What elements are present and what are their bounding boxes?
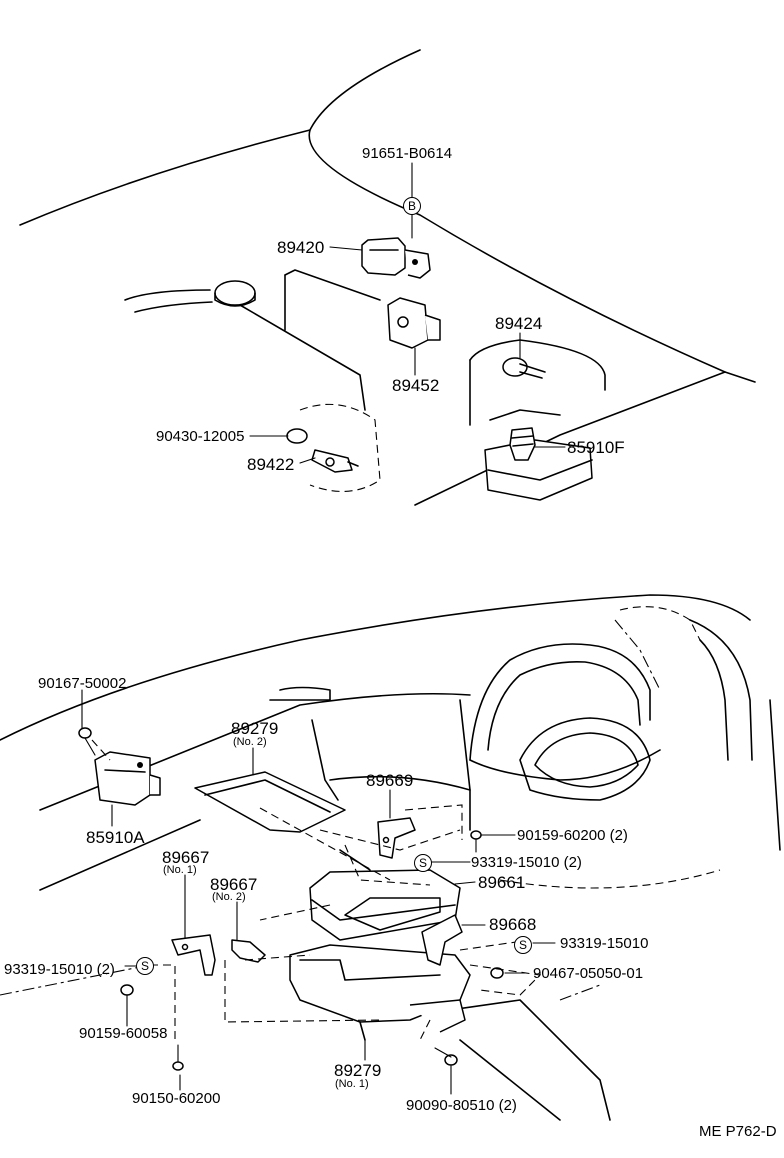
bulb-89424 bbox=[502, 357, 546, 379]
meter-hood-outline bbox=[469, 643, 661, 781]
bracket-89669 bbox=[377, 817, 416, 859]
part-label-89668: 89668 bbox=[489, 915, 537, 934]
sensor-85910f bbox=[509, 427, 536, 461]
part-label-89279-no1: 89279 bbox=[334, 1061, 382, 1080]
engine-hood-outline bbox=[19, 49, 756, 506]
part-label-89422: 89422 bbox=[247, 455, 295, 474]
bracket-89667-no1 bbox=[171, 934, 216, 976]
part-label-89667-no1: 89667 bbox=[162, 848, 210, 867]
sensor-85910a bbox=[94, 751, 161, 806]
part-label-89452: 89452 bbox=[392, 376, 440, 395]
part-label-90167-50002: 90167-50002 bbox=[38, 675, 127, 692]
screw-90167 bbox=[78, 727, 96, 756]
marker-b: B bbox=[403, 197, 421, 215]
bolt-90159-60058 bbox=[120, 984, 134, 1011]
computer-89661 bbox=[309, 869, 461, 941]
sensor-89420 bbox=[361, 237, 431, 279]
bracket-89667-no2 bbox=[231, 939, 266, 963]
part-label-90159-60058: 90159-60058 bbox=[79, 1025, 168, 1042]
part-label-90150-60200: 90150-60200 bbox=[132, 1090, 221, 1107]
part-label-89667-no2-suffix: (No. 2) bbox=[212, 891, 246, 903]
marker-s-2: S bbox=[514, 936, 532, 954]
part-label-89667-no1-suffix: (No. 1) bbox=[163, 864, 197, 876]
marker-s-3: S bbox=[136, 957, 154, 975]
part-label-91651-b0614: 91651-B0614 bbox=[362, 145, 453, 162]
part-label-89424: 89424 bbox=[495, 314, 543, 333]
bracket-89668 bbox=[421, 914, 463, 966]
nut-90467 bbox=[490, 967, 504, 979]
part-label-89420: 89420 bbox=[277, 238, 325, 257]
page-code: ME P762-D bbox=[699, 1123, 777, 1140]
marker-s-1: S bbox=[414, 854, 432, 872]
sensor-89452 bbox=[387, 297, 441, 349]
dashboard-outline-upper bbox=[124, 269, 606, 501]
bolt-90090-80510 bbox=[434, 1047, 458, 1066]
bolt-90150-60200 bbox=[172, 1044, 184, 1071]
part-label-90467-05050-01: 90467-05050-01 bbox=[533, 965, 644, 982]
part-label-89667-no2: 89667 bbox=[210, 875, 258, 894]
part-label-85910a: 85910A bbox=[86, 828, 145, 847]
sensor-89422 bbox=[311, 449, 359, 473]
part-label-93319-15010-2-upper: 93319-15010 (2) bbox=[471, 854, 582, 871]
upper-leader-lines bbox=[249, 162, 566, 464]
steering-wheel bbox=[519, 717, 651, 801]
lower-leader-lines bbox=[81, 689, 556, 1095]
part-label-85910f: 85910F bbox=[567, 438, 625, 457]
part-label-89279-no2: 89279 bbox=[231, 719, 279, 738]
part-label-90159-60200: 90159-60200 (2) bbox=[517, 827, 628, 844]
part-label-89279-no1-suffix: (No. 1) bbox=[335, 1078, 369, 1090]
part-label-93319-15010-2-left: 93319-15010 (2) bbox=[4, 961, 115, 978]
part-label-89279-no2-suffix: (No. 2) bbox=[233, 736, 267, 748]
grommet-90430 bbox=[286, 428, 308, 444]
case-89279-no1 bbox=[289, 944, 471, 1041]
part-label-93319-15010: 93319-15010 bbox=[560, 935, 649, 952]
part-label-90430-12005: 90430-12005 bbox=[156, 428, 245, 445]
bolt-90159-60200 bbox=[470, 830, 482, 853]
part-label-90090-80510: 90090-80510 (2) bbox=[406, 1097, 517, 1114]
part-label-89661: 89661 bbox=[478, 873, 526, 892]
part-label-89669: 89669 bbox=[366, 771, 414, 790]
pad-89279-no2 bbox=[194, 771, 346, 833]
